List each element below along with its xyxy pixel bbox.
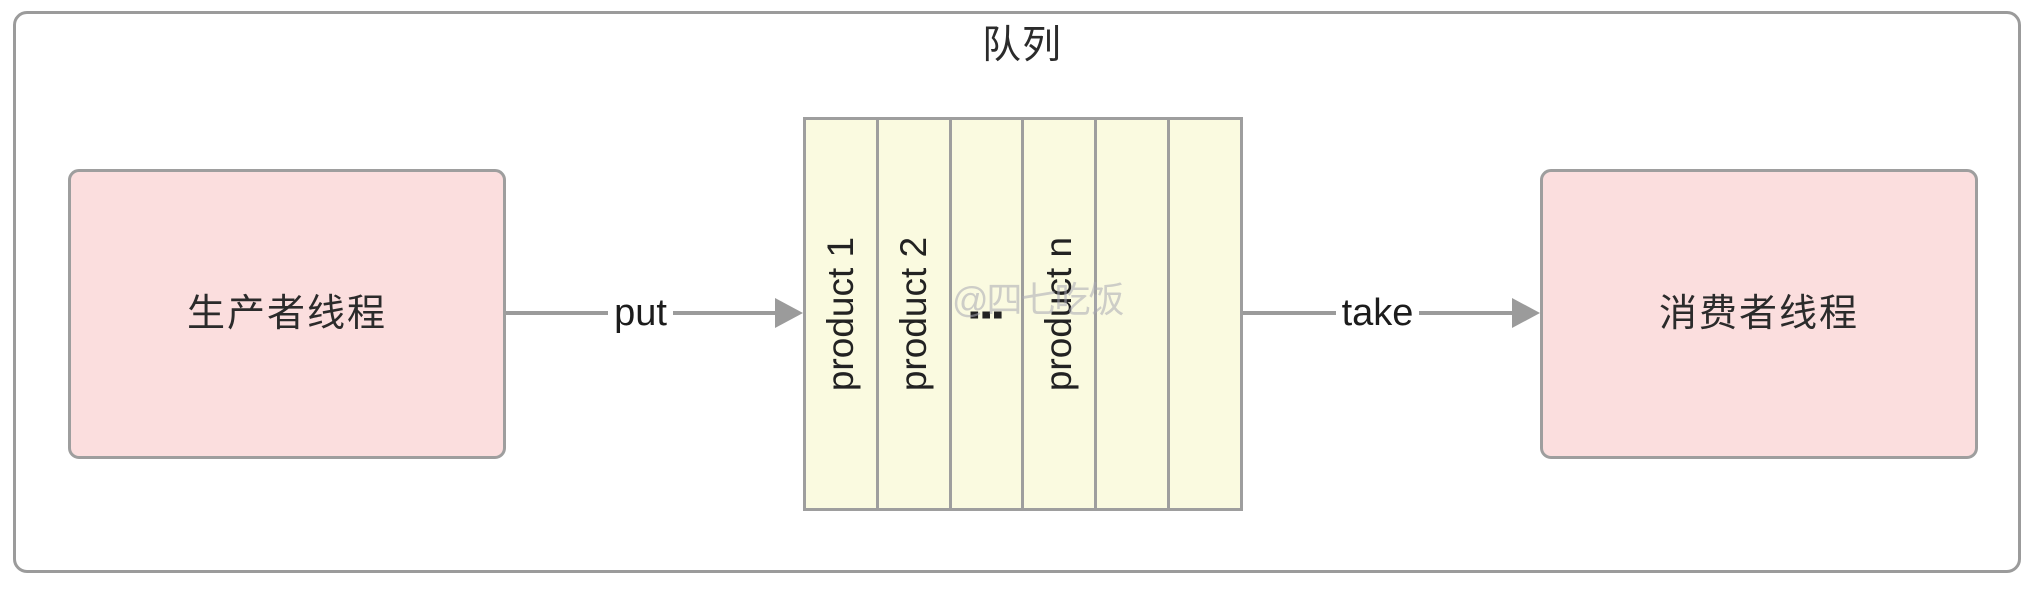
queue-table: product 1 product 2 ⋮ product n	[803, 117, 1243, 511]
queue-cell-1-label: product 1	[819, 236, 861, 392]
queue-ellipsis-label: ⋮	[964, 293, 1009, 335]
producer-thread-box: 生产者线程	[68, 169, 506, 459]
queue-cell-1: product 1	[806, 120, 879, 508]
queue-cell-3-ellipsis: ⋮	[951, 120, 1025, 508]
queue-cell-4-label: product n	[1038, 236, 1080, 392]
diagram-title: 队列	[981, 24, 1062, 67]
queue-cell-6-empty	[1170, 120, 1240, 508]
queue-cell-5-empty	[1097, 120, 1171, 508]
producer-thread-label: 生产者线程	[186, 293, 387, 335]
consumer-thread-box: 消费者线程	[1540, 169, 1978, 459]
queue-cell-2-label: product 2	[892, 236, 934, 392]
consumer-thread-label: 消费者线程	[1658, 293, 1859, 335]
queue-cell-2: product 2	[878, 120, 952, 508]
queue-cell-4: product n	[1024, 120, 1098, 508]
